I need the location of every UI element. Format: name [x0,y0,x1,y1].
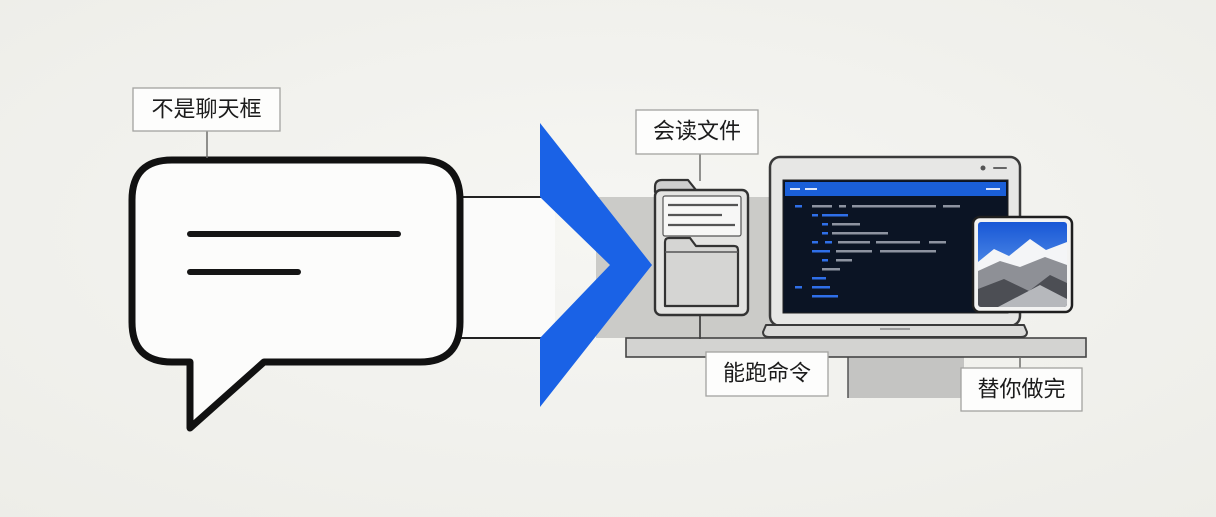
code-line [838,241,870,244]
label-box [635,109,759,155]
label-box [960,367,1083,412]
code-line [812,205,832,208]
chat-bubble-icon [128,156,464,432]
code-line [836,259,852,262]
code-line [822,232,828,235]
code-line [876,241,920,244]
code-line [812,295,838,298]
laptop-base [762,324,1028,338]
laptop-code-icon [762,155,1028,338]
label-read-files: 会读文件 [635,109,759,181]
file-folder-icon [653,178,750,339]
title-bar-mark [805,188,817,190]
label-run-commands: 能跑命令 [705,351,829,397]
image-content [978,222,1067,307]
label-text: 替你做完 [977,378,1065,403]
code-lines [795,205,960,298]
foreground-slope [998,285,1067,307]
code-line [795,286,802,289]
code-line [822,223,828,226]
title-bar-mark [986,188,1000,190]
code-line [832,232,888,235]
label-text: 会读文件 [653,120,741,145]
desk-stand [848,356,964,398]
code-line [812,286,830,289]
label-text: 能跑命令 [723,362,811,387]
code-line [880,250,936,253]
code-line [839,205,846,208]
chat-bubble-outline [128,156,464,432]
label-box [705,351,829,397]
camera-dot [980,165,986,171]
code-line [832,223,860,226]
label-box [132,87,281,132]
pipe-fill [458,197,555,338]
editor-title-bar [785,182,1006,196]
code-line [929,241,946,244]
code-line [822,259,828,262]
code-line [943,205,960,208]
chevron-arrow-icon [540,123,652,407]
mountain-image-icon [971,215,1074,314]
label-not-chat-box: 不是聊天框 [132,87,281,158]
code-line [812,214,818,217]
folder-icon [663,236,740,308]
code-line [836,250,872,253]
desk-top [625,337,1087,358]
laptop-screen [782,179,1009,314]
code-line [822,268,840,271]
label-text: 不是聊天框 [151,98,261,123]
label-finish-for-you: 替你做完 [960,357,1083,412]
code-line [825,241,832,244]
title-bar-mark [790,188,800,190]
code-line [812,277,826,280]
code-line [852,205,936,208]
code-line [812,250,830,253]
bubble-pipe [458,196,556,339]
code-line [795,205,802,208]
code-line [822,214,848,217]
code-line [812,241,818,244]
